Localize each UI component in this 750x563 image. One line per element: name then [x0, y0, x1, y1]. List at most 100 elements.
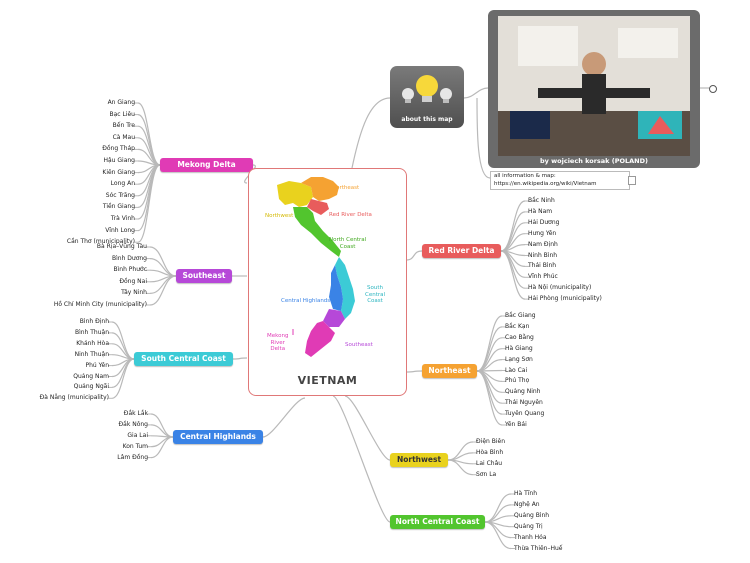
province-item[interactable]: Cao Bằng [505, 333, 534, 341]
province-item[interactable]: Cà Mau [112, 133, 135, 141]
province-item[interactable]: Hậu Giang [103, 157, 135, 164]
branch-northeast [476, 370, 503, 426]
branch-south_central_coast [111, 354, 135, 360]
link-north_central_coast [332, 395, 391, 523]
province-item[interactable]: Bình Thuận [74, 328, 109, 336]
link-info [476, 97, 491, 179]
region-node-southeast[interactable]: Southeast [176, 269, 232, 283]
province-item[interactable]: An Giang [107, 99, 135, 106]
province-item[interactable]: Hà Nội (municipality) [528, 284, 592, 292]
province-item[interactable]: Bà Rịa–Vũng Tàu [96, 243, 147, 250]
province-item[interactable]: Lai Châu [476, 459, 503, 467]
province-item[interactable]: Điện Biên [476, 438, 505, 445]
region-node-northwest[interactable]: Northwest [390, 453, 448, 467]
province-item[interactable]: Bạc Liêu [109, 110, 135, 118]
branch-south_central_coast [111, 358, 135, 399]
province-item[interactable]: Nam Định [528, 240, 558, 248]
region-node-south-central-coast[interactable]: South Central Coast [134, 352, 233, 366]
branch-northwest [447, 459, 474, 476]
province-item[interactable]: Tiền Giang [102, 203, 135, 211]
province-item[interactable]: Sóc Trăng [105, 191, 135, 199]
region-node-red-river-delta[interactable]: Red River Delta [422, 244, 501, 258]
province-item[interactable]: Bắc Kạn [505, 322, 530, 330]
province-item[interactable]: Đà Nẵng (municipality) [39, 394, 109, 402]
province-item[interactable]: Lào Cai [505, 366, 528, 374]
branch-mekong_delta [137, 164, 161, 220]
province-item[interactable]: Long An [110, 180, 135, 188]
branch-central_highlands [150, 436, 174, 459]
info-link[interactable]: https://en.wikipedia.org/wiki/Vietnam [494, 181, 597, 187]
province-item[interactable]: Nghệ An [514, 500, 540, 508]
province-item[interactable]: Đắk Nông [118, 420, 148, 428]
region-node-mekong-delta[interactable]: Mekong Delta [160, 158, 253, 172]
province-item[interactable]: Vĩnh Phúc [528, 273, 558, 281]
province-item[interactable]: Bình Dương [111, 254, 147, 262]
province-item[interactable]: Đồng Tháp [102, 145, 135, 153]
province-item[interactable]: Bắc Giang [505, 312, 536, 319]
photo-illustration [498, 16, 690, 156]
province-item[interactable]: Khánh Hòa [76, 339, 109, 347]
province-item[interactable]: Quảng Trị [514, 522, 543, 530]
map-label-southeast: Southeast [345, 342, 373, 348]
map-region-northeast [301, 177, 339, 201]
map-title: VIETNAM [297, 374, 358, 387]
expand-handle-icon[interactable] [709, 85, 717, 93]
province-item[interactable]: Yên Bái [505, 421, 527, 428]
about-this-map-button[interactable]: about this map [390, 66, 464, 128]
province-item[interactable]: Hà Nam [528, 207, 553, 215]
province-item[interactable]: Thái Nguyên [505, 399, 543, 407]
info-link-node[interactable]: all information & map: https://en.wikipe… [490, 171, 630, 190]
province-item[interactable]: Hà Giang [505, 344, 533, 352]
map-region-north-central-coast [293, 207, 341, 257]
branch-northeast [476, 315, 503, 372]
branch-north_central_coast [484, 521, 512, 550]
map-label-central-highlands: Central Highlands [281, 298, 331, 304]
province-item[interactable]: Phú Thọ [505, 377, 530, 385]
province-item[interactable]: Quảng Bình [514, 511, 550, 519]
province-item[interactable]: Gia Lai [127, 431, 148, 439]
province-item[interactable]: Quảng Nam [73, 372, 109, 380]
province-item[interactable]: Bến Tre [112, 122, 135, 130]
province-item[interactable]: Hà Tĩnh [514, 490, 538, 497]
province-item[interactable]: Hưng Yên [528, 229, 557, 237]
province-item[interactable]: Hải Phòng (municipality) [528, 295, 602, 303]
province-item[interactable]: Lâm Đồng [117, 453, 148, 461]
province-item[interactable]: Kiên Giang [102, 168, 135, 176]
province-item[interactable]: Hồ Chí Minh City (municipality) [53, 301, 147, 308]
province-item[interactable]: Thái Bình [528, 262, 557, 270]
province-item[interactable]: Tuyên Quang [505, 410, 545, 418]
province-item[interactable]: Vĩnh Long [105, 226, 135, 234]
province-item[interactable]: Đắk Lắk [123, 410, 148, 417]
province-item[interactable]: Thừa Thiên–Huế [514, 544, 563, 552]
map-label-northeast: Northeast [332, 185, 360, 191]
province-item[interactable]: Sơn La [476, 470, 497, 478]
province-item[interactable]: Trà Vinh [110, 215, 135, 222]
province-item[interactable]: Đồng Nai [119, 277, 147, 285]
center-map-node[interactable]: Northeast Northwest Red River Delta Nort… [248, 168, 407, 396]
province-item[interactable]: Bình Định [79, 318, 109, 325]
map-label-red-river-delta: Red River Delta [329, 212, 372, 218]
author-photo-node[interactable]: by wojciech korsak (POLAND) [488, 10, 700, 168]
province-item[interactable]: Quảng Ngãi [73, 383, 109, 391]
province-item[interactable]: Kon Tum [122, 442, 148, 450]
province-item[interactable]: Hải Dương [528, 218, 560, 226]
province-item[interactable]: Bình Phước [113, 266, 148, 274]
province-item[interactable]: Quảng Ninh [505, 388, 541, 396]
region-node-north-central-coast[interactable]: North Central Coast [390, 515, 485, 529]
province-item[interactable]: Ninh Bình [528, 251, 558, 259]
province-item[interactable]: Cần Thơ (municipality) [66, 238, 135, 246]
province-item[interactable]: Lạng Sơn [505, 355, 533, 363]
note-icon[interactable] [628, 176, 636, 185]
link-northwest [344, 395, 391, 461]
province-item[interactable]: Thanh Hóa [514, 533, 547, 541]
region-node-central-highlands[interactable]: Central Highlands [173, 430, 263, 444]
province-item[interactable]: Hòa Bình [476, 448, 504, 456]
map-label-northwest: Northwest [265, 213, 294, 219]
province-item[interactable]: Phú Yên [85, 361, 110, 369]
province-item[interactable]: Ninh Thuận [74, 350, 109, 358]
province-item[interactable]: Bắc Ninh [528, 197, 555, 204]
province-item[interactable]: Tây Ninh [121, 289, 147, 297]
link-northeast [405, 370, 423, 373]
region-node-northeast[interactable]: Northeast [422, 364, 477, 378]
